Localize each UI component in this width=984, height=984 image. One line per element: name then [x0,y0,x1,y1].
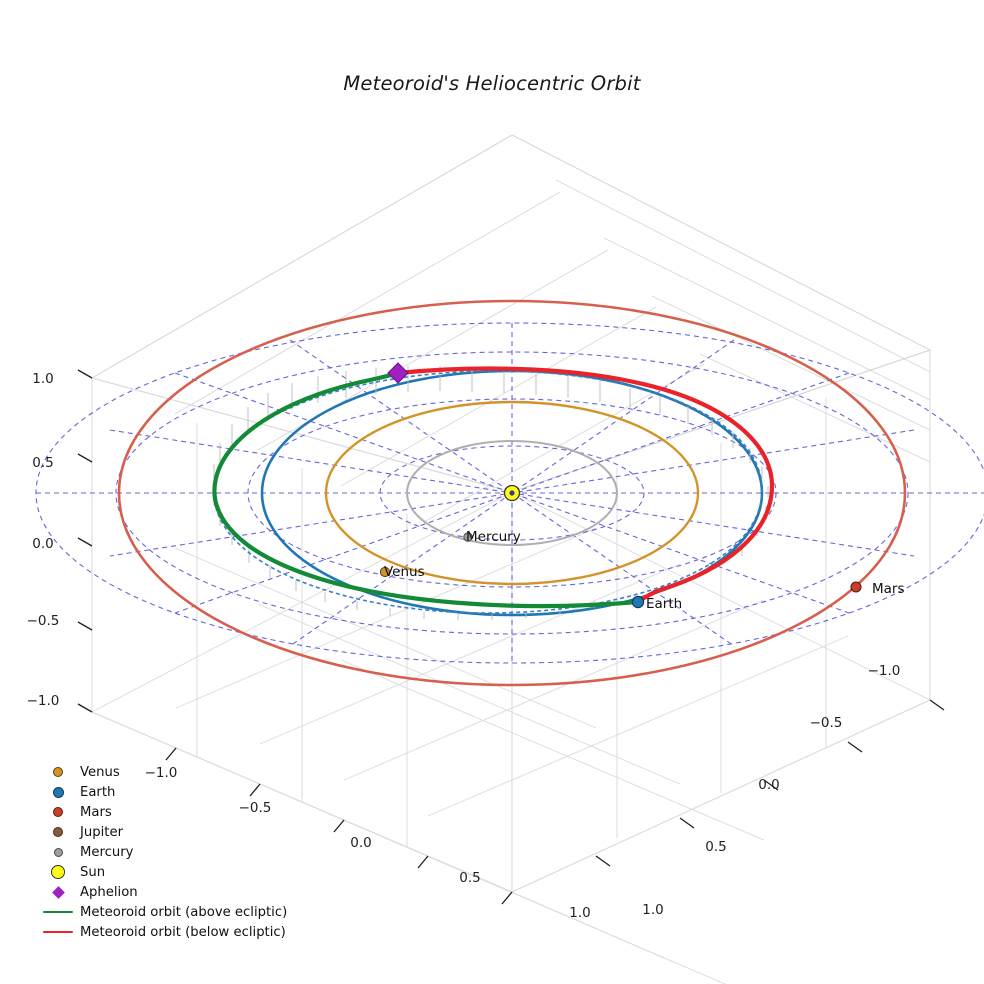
z-tick-2: 0.0 [32,536,53,552]
y-tick-1: 0.5 [705,839,726,855]
legend-label: Aphelion [80,884,138,900]
z-tick-0: 1.0 [32,371,53,387]
x-tick-2: 0.0 [350,835,371,851]
meteoroid-orbit-above-ecliptic [212,370,641,609]
aphelion-marker [387,362,409,384]
mars-dot-icon [36,807,80,817]
legend-label: Mercury [80,844,134,860]
y-tick-2: 0.0 [758,777,779,793]
y-axis-ticks [595,699,945,867]
legend-label: Venus [80,764,120,780]
legend-item-meteoroid-below[interactable]: Meteoroid orbit (below ecliptic) [36,922,336,942]
polar-reference-grid [35,322,984,664]
legend-item-venus[interactable]: Venus [36,762,336,782]
z-tick-4: −1.0 [27,693,60,709]
legend-label: Sun [80,864,106,880]
earth-dot-icon [36,786,80,798]
meteoroid-ecliptic-projection [213,370,763,614]
venus-dot-icon [36,767,80,777]
jupiter-dot-icon [36,827,80,837]
legend-item-meteoroid-above[interactable]: Meteoroid orbit (above ecliptic) [36,902,336,922]
z-axis-ticks [77,369,93,713]
legend-item-sun[interactable]: Sun [36,862,336,882]
z-tick-3: −0.5 [27,613,60,629]
legend-item-mercury[interactable]: Mercury [36,842,336,862]
legend-item-earth[interactable]: Earth [36,782,336,802]
right-wall-grid [511,134,931,838]
legend-item-aphelion[interactable]: Aphelion [36,882,336,902]
orbit-mars [117,299,907,687]
legend: Venus Earth Mars Jupiter Mercury [36,762,336,942]
y-tick-4: −1.0 [868,663,901,679]
label-mars: Mars [872,581,905,597]
label-earth: Earth [646,596,682,612]
legend-label: Meteoroid orbit (above ecliptic) [80,904,288,920]
legend-label: Meteoroid orbit (below ecliptic) [80,924,286,940]
mercury-marker [463,532,473,542]
sun-dot-icon [36,865,80,879]
x-tick-0: −1.0 [145,765,178,781]
mars-marker [850,581,862,593]
mercury-dot-icon [36,847,80,857]
green-line-icon [36,910,80,914]
floor-grid [90,491,932,984]
y-tick-0: 1.0 [642,902,663,918]
page-title: Meteoroid's Heliocentric Orbit [343,72,641,95]
orbit-venus [324,400,700,586]
legend-item-jupiter[interactable]: Jupiter [36,822,336,842]
x-axis-ticks [165,747,513,905]
aphelion-diamond-icon [36,885,80,899]
venus-marker [379,566,391,578]
label-mercury: Mercury [466,529,521,545]
label-venus: Venus [384,564,425,580]
meteoroid-orbit-below-ecliptic [395,366,775,605]
x-tick-3: 0.5 [459,870,480,886]
z-tick-1: 0.5 [32,455,53,471]
legend-item-mars[interactable]: Mars [36,802,336,822]
legend-label: Jupiter [80,824,123,840]
earth-marker [631,595,645,609]
legend-label: Mars [80,804,112,820]
sun-marker [503,484,521,502]
y-tick-3: −0.5 [810,715,843,731]
x-tick-4: 1.0 [569,905,590,921]
legend-label: Earth [80,784,116,800]
orbit-mercury [406,440,618,546]
red-line-icon [36,930,80,934]
x-tick-1: −0.5 [239,800,272,816]
